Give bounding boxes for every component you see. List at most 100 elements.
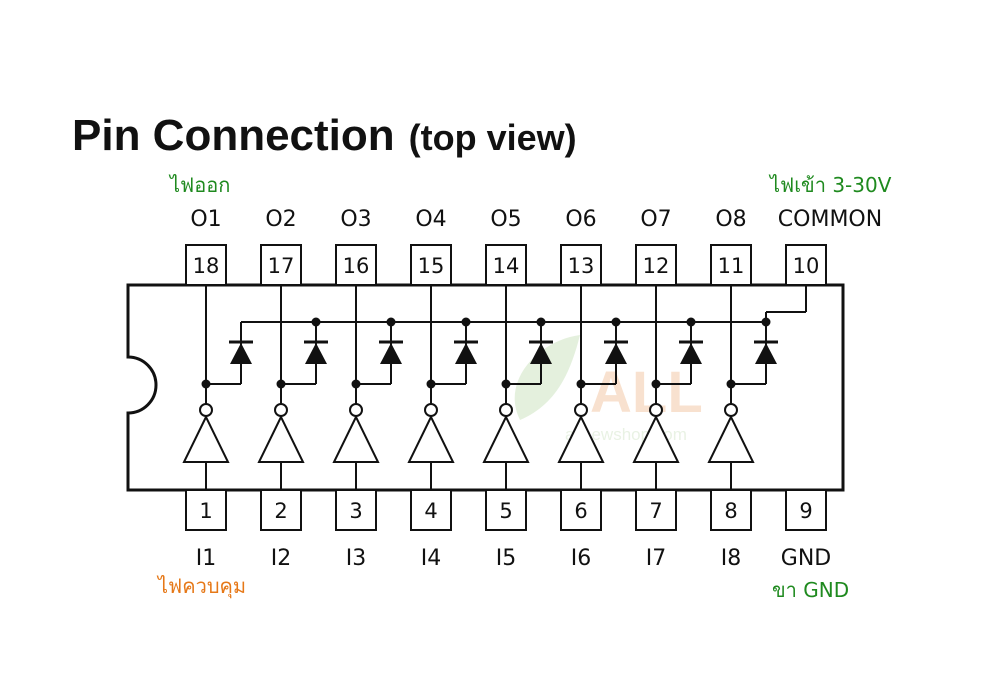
diode-icon: [230, 343, 252, 364]
bus-dot: [611, 317, 621, 327]
inverter-icon: [407, 414, 455, 463]
pin-label: O6: [565, 207, 596, 232]
bottom-pin: 5I5: [485, 489, 527, 571]
driver-channel: [482, 285, 553, 490]
top-pin: 18 O1: [185, 207, 227, 286]
pin-box: [710, 489, 752, 531]
note-outputs: ไฟออก: [168, 173, 230, 197]
note-supply: ไฟเข้า 3-30V: [768, 173, 892, 197]
driver-channel: [257, 285, 328, 490]
pin-box: [635, 489, 677, 531]
pin-box: [410, 244, 452, 286]
inverter-bubble: [574, 403, 588, 417]
pin-box: [485, 244, 527, 286]
pin-box: [335, 244, 377, 286]
inverter-bubble: [724, 403, 738, 417]
note-inputs: ไฟควบคุม: [156, 574, 246, 599]
pin-label: O7: [640, 207, 671, 232]
inverter-bubble: [199, 403, 213, 417]
pin-number: 5: [499, 499, 512, 523]
pin-number: 4: [424, 499, 437, 523]
pin-label: I6: [571, 546, 592, 571]
bus-dot: [686, 317, 696, 327]
pin-number: 3: [349, 499, 362, 523]
bottom-pin: 7I7: [635, 489, 677, 571]
pin-number: 15: [418, 254, 445, 278]
bottom-pin: 1I1: [185, 489, 227, 571]
top-pin: 10 COMMON: [778, 207, 882, 286]
inverter-bubble: [649, 403, 663, 417]
driver-channel: [407, 285, 478, 490]
bus-dot: [536, 317, 546, 327]
pin-box: [260, 244, 302, 286]
driver-channel: [632, 285, 703, 490]
top-pin: 11 O8: [710, 207, 752, 286]
pin-number: 18: [193, 254, 220, 278]
pin-label: O8: [715, 207, 746, 232]
bottom-pin: 3I3: [335, 489, 377, 571]
leaf-logo-icon: [514, 335, 580, 420]
pin-box: [410, 489, 452, 531]
diode-icon: [605, 343, 627, 364]
bus-dot: [461, 317, 471, 327]
pin-number: 13: [568, 254, 595, 278]
pin-number: 12: [643, 254, 670, 278]
driver-channel: [707, 285, 778, 490]
top-pin: 13 O6: [560, 207, 602, 286]
inverter-icon: [182, 414, 230, 463]
title-suffix: (top view): [409, 117, 577, 158]
pin-label: I5: [496, 546, 517, 571]
pin-number: 1: [199, 499, 212, 523]
pin-box: [185, 244, 227, 286]
pin-label: I1: [196, 546, 217, 571]
bottom-pin: 2I2: [260, 489, 302, 571]
pin-label: COMMON: [778, 207, 882, 232]
watermark-logo: ALL: [590, 360, 703, 425]
driver-circuit: [182, 285, 807, 490]
bus-dot: [761, 317, 771, 327]
pin-label: O1: [190, 207, 221, 232]
pin-label: I7: [646, 546, 667, 571]
inverter-icon: [482, 414, 530, 463]
pin-box: [635, 244, 677, 286]
pin-box: [785, 244, 827, 286]
inverter-bubble: [349, 403, 363, 417]
pin-label: O2: [265, 207, 296, 232]
pin-number: 7: [649, 499, 662, 523]
pin-label: GND: [781, 546, 831, 571]
inverter-bubble: [499, 403, 513, 417]
diode-icon: [455, 343, 477, 364]
pin-number: 16: [343, 254, 370, 278]
pin-number: 11: [718, 254, 745, 278]
pin-label: O4: [415, 207, 446, 232]
diode-icon: [755, 343, 777, 364]
bottom-pin: 4I4: [410, 489, 452, 571]
pin-number: 14: [493, 254, 520, 278]
bus-dot: [311, 317, 321, 327]
pin-label: I3: [346, 546, 367, 571]
note-ground: ขา GND: [772, 578, 849, 602]
pin-number: 2: [274, 499, 287, 523]
bus-dot: [386, 317, 396, 327]
pin-number: 17: [268, 254, 295, 278]
bottom-pin: 8I8: [710, 489, 752, 571]
pin-label: I4: [421, 546, 442, 571]
diode-icon: [305, 343, 327, 364]
top-pin: 12 O7: [635, 207, 677, 286]
diode-icon: [530, 343, 552, 364]
pin-number: 8: [724, 499, 737, 523]
top-pin: 17 O2: [260, 207, 302, 286]
pin-number: 10: [793, 254, 820, 278]
pin-box: [785, 489, 827, 531]
inverter-icon: [257, 414, 305, 463]
diode-icon: [680, 343, 702, 364]
pin-number: 9: [799, 499, 812, 523]
diode-icon: [380, 343, 402, 364]
top-pin: 15 O4: [410, 207, 452, 286]
inverter-icon: [332, 414, 380, 463]
